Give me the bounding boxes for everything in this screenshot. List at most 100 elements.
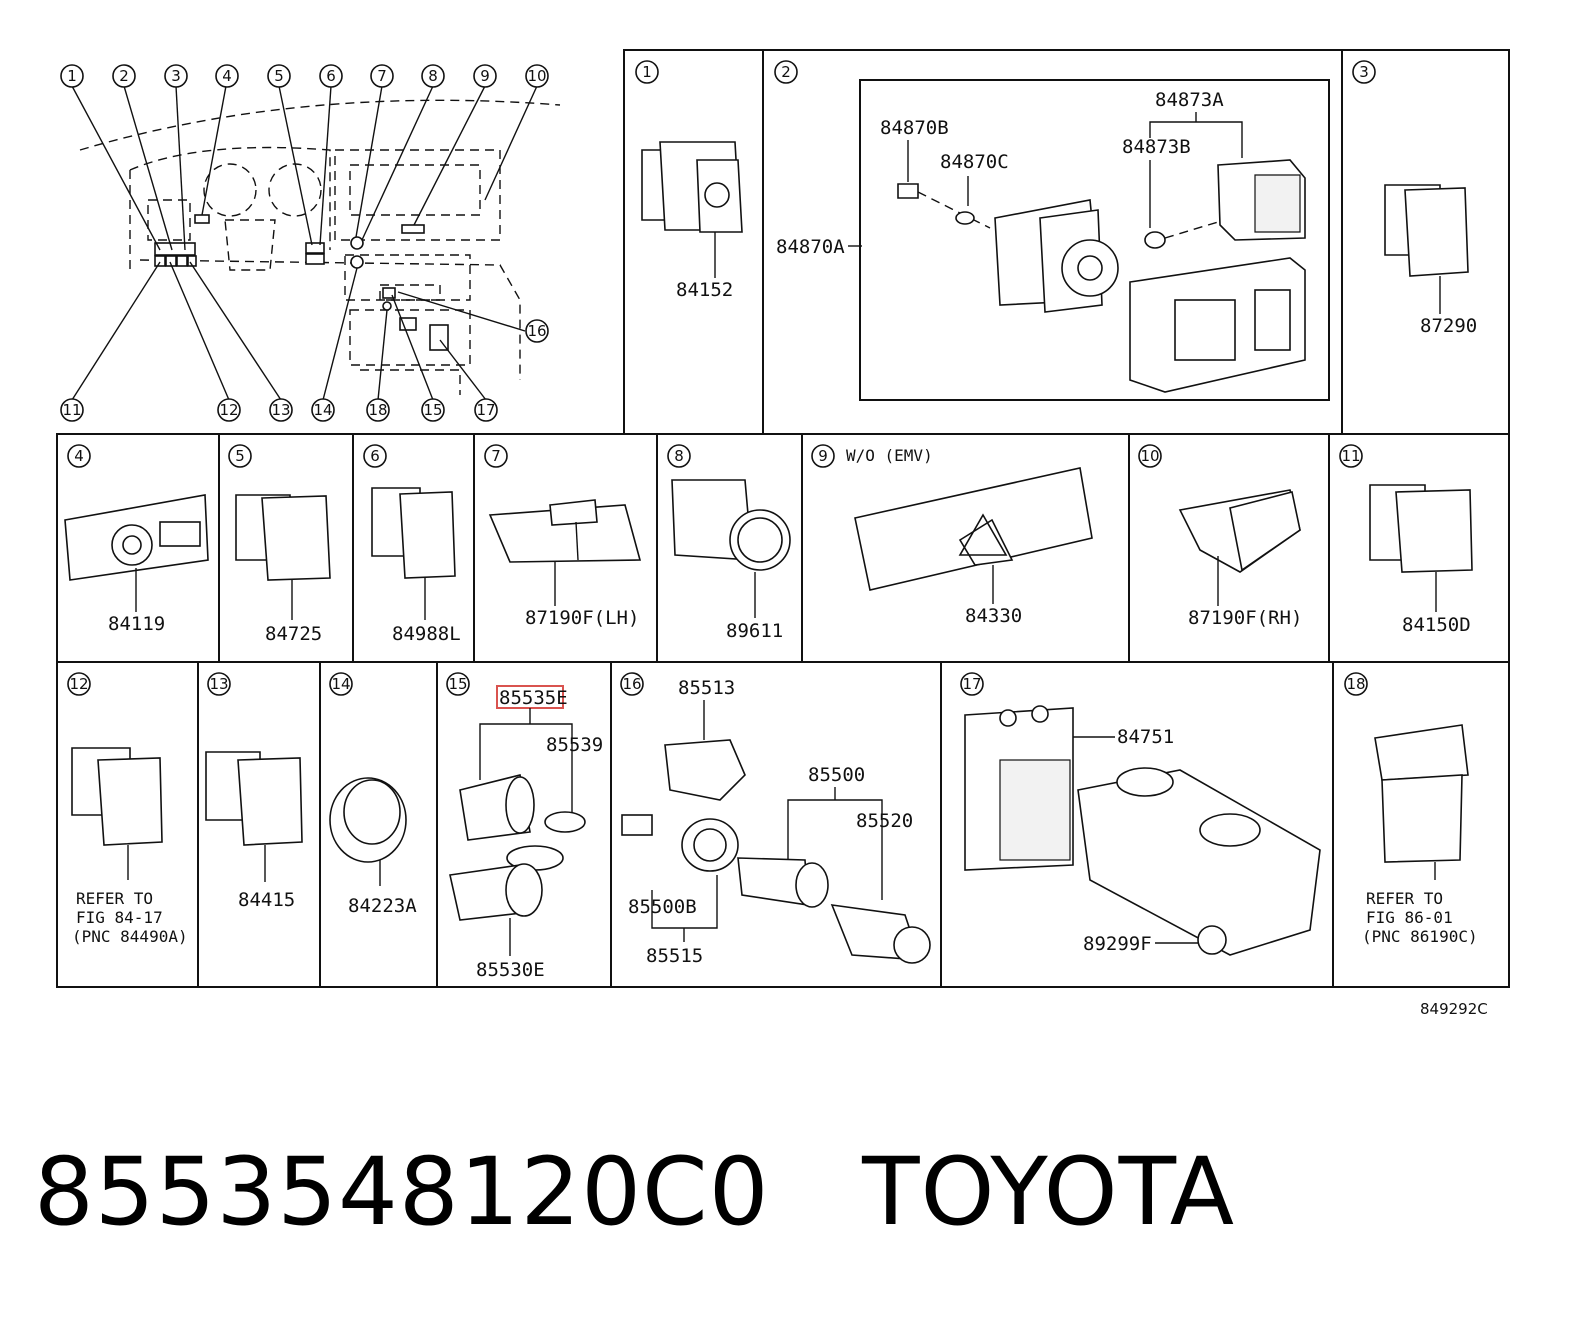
part-84870A: 84870A (776, 236, 845, 258)
refer-line-3: (PNC 84490A) (72, 927, 188, 946)
cell-11: 11 84150D (1339, 444, 1473, 636)
callout-6: 6 (319, 64, 343, 88)
svg-text:16: 16 (622, 675, 641, 693)
cell-16: 16 85513 85500 85520 85500B 85515 (620, 672, 931, 967)
svg-text:7: 7 (491, 447, 501, 465)
svg-text:18: 18 (368, 401, 387, 419)
callout-4: 4 (215, 64, 239, 88)
part-84751: 84751 (1117, 726, 1174, 748)
dashboard-overview (71, 85, 561, 401)
svg-text:3: 3 (171, 67, 181, 85)
refer-line-3: (PNC 86190C) (1362, 927, 1478, 946)
part-84223A: 84223A (348, 895, 417, 917)
cell-17: 17 84751 89299F (960, 672, 1321, 956)
callout-10: 10 (525, 64, 549, 88)
callout-12: 12 (217, 398, 241, 422)
callout-17: 17 (474, 398, 498, 422)
part-85520: 85520 (856, 810, 913, 832)
svg-text:6: 6 (370, 447, 380, 465)
part-84330: 84330 (965, 605, 1022, 627)
cell-8: 8 89611 (667, 444, 791, 642)
part-84870C: 84870C (940, 151, 1009, 173)
part-87190F-RH: 87190F(RH) (1188, 607, 1302, 629)
cell-4: 4 84119 (64, 444, 209, 635)
svg-text:11: 11 (1341, 447, 1360, 465)
cell-5: 5 84725 (228, 444, 331, 645)
part-85535E: 85535E (499, 687, 568, 709)
part-85500B: 85500B (628, 896, 697, 918)
refer-line-2: FIG 84-17 (76, 908, 163, 927)
svg-text:11: 11 (62, 401, 81, 419)
callout-9: 9 (473, 64, 497, 88)
part-84873B: 84873B (1122, 136, 1191, 158)
callout-3: 3 (164, 64, 188, 88)
cell-2: 2 84873A 84870B 84870C 84873B 84870A (774, 60, 1330, 401)
part-87290: 87290 (1420, 315, 1477, 337)
svg-text:12: 12 (69, 675, 88, 693)
callout-1: 1 (60, 64, 84, 88)
callout-15: 15 (421, 398, 445, 422)
svg-text:18: 18 (1346, 675, 1365, 693)
overview-callouts-bottom: 11 12 13 14 18 15 17 16 (60, 319, 549, 422)
part-84119: 84119 (108, 613, 165, 635)
part-87190F-LH: 87190F(LH) (525, 607, 639, 629)
callout-2: 2 (112, 64, 136, 88)
refer-line-1: REFER TO (76, 889, 153, 908)
grid-frames (56, 49, 1510, 988)
part-85539: 85539 (546, 734, 603, 756)
svg-text:14: 14 (313, 401, 332, 419)
brand-name: TOYOTA (862, 1138, 1236, 1247)
callout-8: 8 (421, 64, 445, 88)
part-84725: 84725 (265, 623, 322, 645)
part-85515: 85515 (646, 945, 703, 967)
cell-3: 3 87290 (1352, 60, 1477, 337)
callout-5: 5 (267, 64, 291, 88)
overview-callouts-top: 1 2 3 4 5 6 7 8 9 10 (60, 64, 549, 88)
svg-text:8: 8 (674, 447, 684, 465)
svg-text:9: 9 (818, 447, 828, 465)
svg-text:17: 17 (962, 675, 981, 693)
svg-text:7: 7 (377, 67, 387, 85)
svg-text:1: 1 (67, 67, 77, 85)
callout-7: 7 (370, 64, 394, 88)
cell-10: 10 87190F(RH) (1138, 444, 1302, 629)
cell-1: 1 84152 (635, 60, 743, 301)
part-85513: 85513 (678, 677, 735, 699)
callout-13: 13 (269, 398, 293, 422)
svg-text:15: 15 (448, 675, 467, 693)
part-84152: 84152 (676, 279, 733, 301)
svg-text:14: 14 (331, 675, 350, 693)
svg-text:10: 10 (1140, 447, 1159, 465)
svg-text:2: 2 (119, 67, 129, 85)
cell-7: 7 87190F(LH) (484, 444, 642, 629)
cell-14: 14 84223A (329, 672, 417, 917)
callout-18: 18 (366, 398, 390, 422)
part-89299F: 89299F (1083, 933, 1152, 955)
part-84873A: 84873A (1155, 89, 1224, 111)
part-84870B: 84870B (880, 117, 949, 139)
svg-text:17: 17 (476, 401, 495, 419)
note-wo-emv: W/O (EMV) (846, 446, 933, 465)
part-84150D: 84150D (1402, 614, 1471, 636)
svg-text:10: 10 (527, 67, 546, 85)
cell-6: 6 84988L (363, 444, 461, 645)
svg-text:12: 12 (219, 401, 238, 419)
svg-text:4: 4 (222, 67, 232, 85)
svg-text:4: 4 (74, 447, 84, 465)
part-85500: 85500 (808, 764, 865, 786)
svg-text:6: 6 (326, 67, 336, 85)
part-89611: 89611 (726, 620, 783, 642)
svg-text:13: 13 (209, 675, 228, 693)
svg-text:13: 13 (271, 401, 290, 419)
callout-14: 14 (311, 398, 335, 422)
part-number: 8553548120C0 (34, 1138, 770, 1247)
cell-15: 15 85535E 85539 85530E (446, 672, 603, 981)
svg-text:5: 5 (235, 447, 245, 465)
svg-text:5: 5 (274, 67, 284, 85)
refer-line-1: REFER TO (1366, 889, 1443, 908)
cell-12: 12 REFER TO FIG 84-17 (PNC 84490A) (67, 672, 188, 946)
svg-text:3: 3 (1359, 63, 1369, 81)
cell-9: 9 W/O (EMV) 84330 (811, 444, 1093, 627)
cell-18: 18 REFER TO FIG 86-01 (PNC 86190C) (1344, 672, 1478, 946)
